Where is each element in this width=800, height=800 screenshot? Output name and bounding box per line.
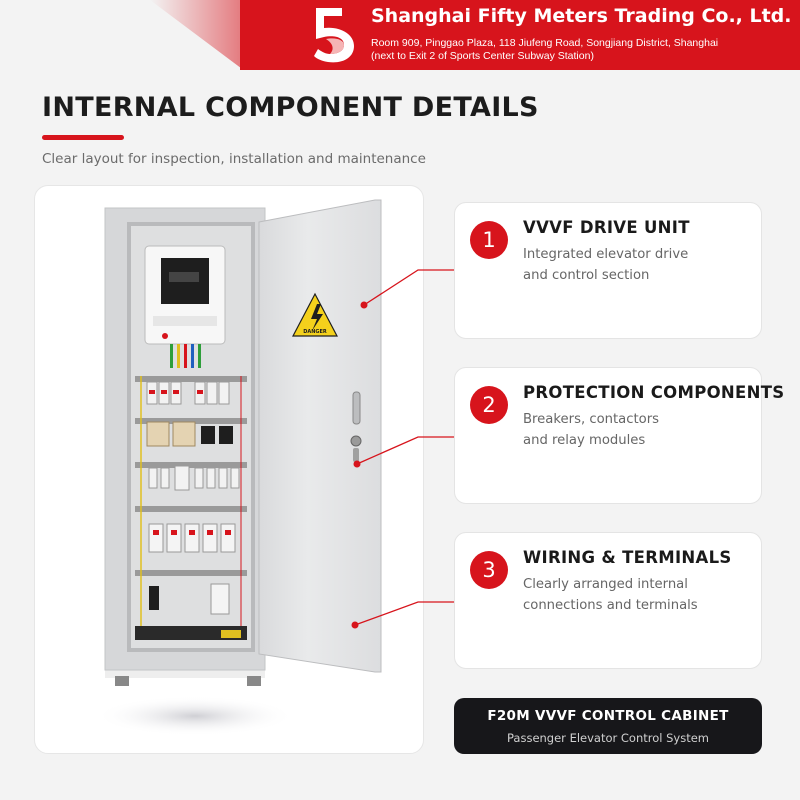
floor-shadow <box>95 696 295 736</box>
feature-card-wiring: 3 WIRING & TERMINALS Clearly arranged in… <box>454 532 762 669</box>
page-title: INTERNAL COMPONENT DETAILS <box>42 92 539 123</box>
card-desc-line-1: Breakers, contactors <box>523 412 660 427</box>
cabinet-door <box>258 199 382 673</box>
drive-cables <box>170 344 201 368</box>
company-address: Room 909, Pinggao Plaza, 118 Jiufeng Roa… <box>371 37 718 63</box>
wiring-terminals <box>135 376 247 640</box>
card-desc-line-2: connections and terminals <box>523 598 698 613</box>
card-description: Integrated elevator drive and control se… <box>523 244 743 286</box>
company-logo-icon <box>314 8 354 63</box>
card-title: WIRING & TERMINALS <box>523 548 732 567</box>
feature-card-protection: 2 PROTECTION COMPONENTS Breakers, contac… <box>454 367 784 504</box>
card-description: Breakers, contactors and relay modules <box>523 409 743 451</box>
card-description: Clearly arranged internal connections an… <box>523 574 743 616</box>
number-badge: 2 <box>470 386 508 424</box>
card-desc-line-2: and relay modules <box>523 433 646 448</box>
title-underline <box>42 135 124 140</box>
card-desc-line-2: and control section <box>523 268 650 283</box>
product-name-box: F20M VVVF CONTROL CABINET Passenger Elev… <box>454 698 762 754</box>
card-title: VVVF DRIVE UNIT <box>523 218 690 237</box>
feature-card-vvvf-drive: 1 VVVF DRIVE UNIT Integrated elevator dr… <box>454 202 762 339</box>
protection-components <box>135 376 247 491</box>
address-line-1: Room 909, Pinggao Plaza, 118 Jiufeng Roa… <box>371 37 719 49</box>
danger-sign-text: DANGER <box>303 329 327 335</box>
product-subtitle: Passenger Elevator Control System <box>507 731 709 745</box>
address-line-2: (next to Exit 2 of Sports Center Subway … <box>371 50 594 62</box>
cabinet-illustration: DANGER <box>95 199 382 736</box>
company-name: Shanghai Fifty Meters Trading Co., Ltd. <box>371 5 792 27</box>
cabinet-foot-right <box>247 676 261 686</box>
number-badge: 1 <box>470 221 508 259</box>
cabinet-foot-left <box>115 676 129 686</box>
product-title: F20M VVVF CONTROL CABINET <box>487 708 729 724</box>
door-lock-icon <box>350 435 362 447</box>
cabinet-image-panel: DANGER <box>34 185 424 754</box>
card-title: PROTECTION COMPONENTS <box>523 383 785 402</box>
number-badge: 3 <box>470 551 508 589</box>
door-handle <box>352 391 361 425</box>
card-desc-line-1: Clearly arranged internal <box>523 577 688 592</box>
card-desc-line-1: Integrated elevator drive <box>523 247 689 262</box>
page-subtitle: Clear layout for inspection, installatio… <box>42 151 426 167</box>
